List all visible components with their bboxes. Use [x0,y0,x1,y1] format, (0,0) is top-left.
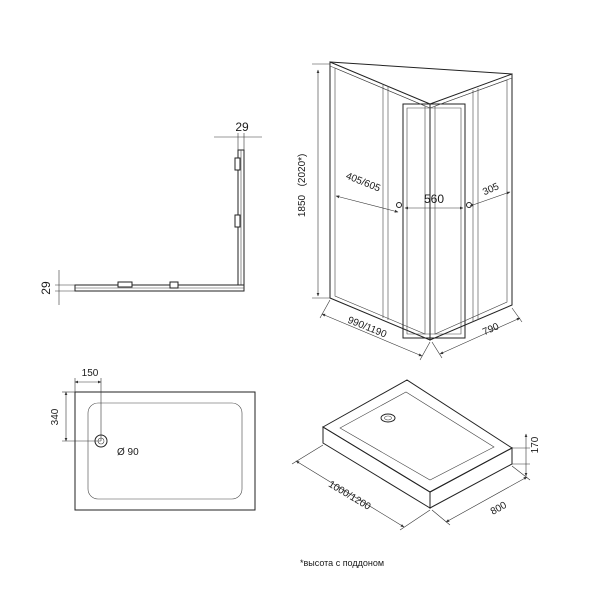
dim-drain-diameter: Ø 90 [117,447,139,458]
tray-outer [74,391,256,511]
enclosure-handle-right [466,202,472,208]
plan-view: 29 29 [39,120,262,305]
dim-height: 1850 [297,194,308,217]
dim-left-door: 405/605 [344,171,382,195]
dim-tray-depth: 800 [489,500,509,518]
dim-side-depth: 790 [481,321,501,338]
dim-right-door: 305 [481,181,501,198]
tray-drain-outer [380,413,396,423]
tray-top-view: 150 340 Ø 90 [50,368,256,511]
dim-plan-top-width: 29 [235,120,249,134]
tray-inner [87,402,243,500]
dim-tray-offset-y: 340 [50,408,61,425]
enclosure-right-wall [429,73,513,341]
footnote: *высота с поддоном [300,558,384,568]
plan-handle-top [234,157,241,171]
dim-tray-offset-x: 150 [82,368,99,379]
plan-handle-mid [234,214,241,228]
dim-center-door: 560 [424,192,444,206]
dim-front-width: 990/1190 [346,315,389,341]
tray-drain-inner [384,415,392,421]
enclosure-handle-left [396,202,402,208]
dim-height-alt: (2020*) [297,154,308,187]
dim-tray-length: 1000/1200 [326,479,373,513]
plan-handle-right [169,281,179,289]
tray-top-face [322,379,513,493]
enclosure-center-door [402,103,466,339]
tray-isometric: 1000/1200 800 170 [291,379,541,531]
dim-tray-height: 170 [530,436,541,453]
dim-plan-left-height: 29 [39,281,53,295]
enclosure-isometric: 1850 (2020*) 405/605 560 305 990/1190 79… [297,61,523,361]
tray-right-side [429,447,513,509]
plan-handle-left [117,281,133,288]
